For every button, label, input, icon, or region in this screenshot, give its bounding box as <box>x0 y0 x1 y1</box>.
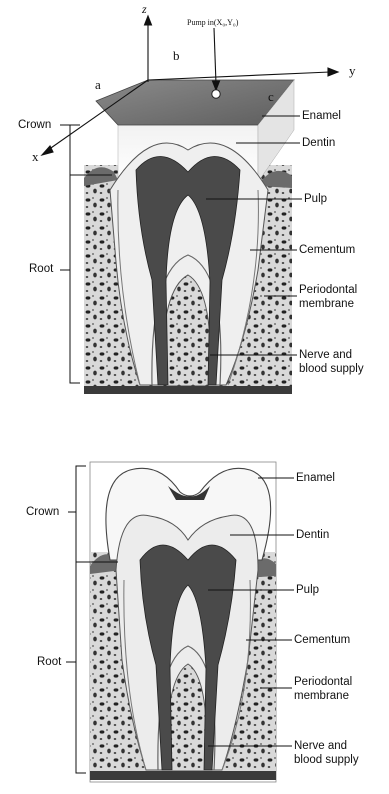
bottom-nerve-label-1: Nerve and <box>294 740 347 753</box>
z-axis-arrow <box>145 16 152 25</box>
bottom-pulp-label: Pulp <box>296 584 319 597</box>
bottom-periodontal-label-1: Periodontal <box>294 676 352 689</box>
pump-in-label: Pump in(X₀,Y₀) <box>187 16 238 29</box>
top-periodontal-label-1: Periodontal <box>299 284 357 297</box>
pump-pointer-line <box>214 28 216 84</box>
top-pulp-label: Pulp <box>304 193 327 206</box>
bottom-root-label: Root <box>37 656 61 669</box>
bottom-nerve-label-2: blood supply <box>294 754 359 767</box>
top-tooth <box>84 80 294 394</box>
y-axis-arrow <box>328 68 338 76</box>
top-crown-root-bracket <box>70 125 80 383</box>
top-cementum-label: Cementum <box>299 244 355 257</box>
bottom-tooth <box>90 462 276 782</box>
top-enamel-label: Enamel <box>302 110 341 123</box>
bottom-crown-root-bracket <box>76 466 86 773</box>
pump-point-marker <box>212 90 220 98</box>
bottom-crown-label: Crown <box>26 506 59 519</box>
top-crown-label: Crown <box>18 119 51 132</box>
top-nerve-label-1: Nerve and <box>299 349 352 362</box>
bottom-dentin-label: Dentin <box>296 529 329 542</box>
block-edge-b: b <box>173 49 180 62</box>
y-axis <box>148 72 330 80</box>
top-dentin-label: Dentin <box>302 137 335 150</box>
top-root-label: Root <box>29 263 53 276</box>
bottom-enamel-label: Enamel <box>296 472 335 485</box>
bottom-periodontal-label-2: membrane <box>294 690 349 703</box>
top-nerve-label-2: blood supply <box>299 363 364 376</box>
z-axis-label: z <box>142 3 147 16</box>
y-axis-label: y <box>349 64 356 77</box>
block-edge-c: c <box>268 90 274 103</box>
bottom-ground <box>90 771 276 780</box>
top-ground <box>84 386 292 394</box>
top-periodontal-label-2: membrane <box>299 298 354 311</box>
block-edge-a: a <box>95 78 101 91</box>
x-axis-label: x <box>32 150 39 163</box>
bottom-cementum-label: Cementum <box>294 634 350 647</box>
